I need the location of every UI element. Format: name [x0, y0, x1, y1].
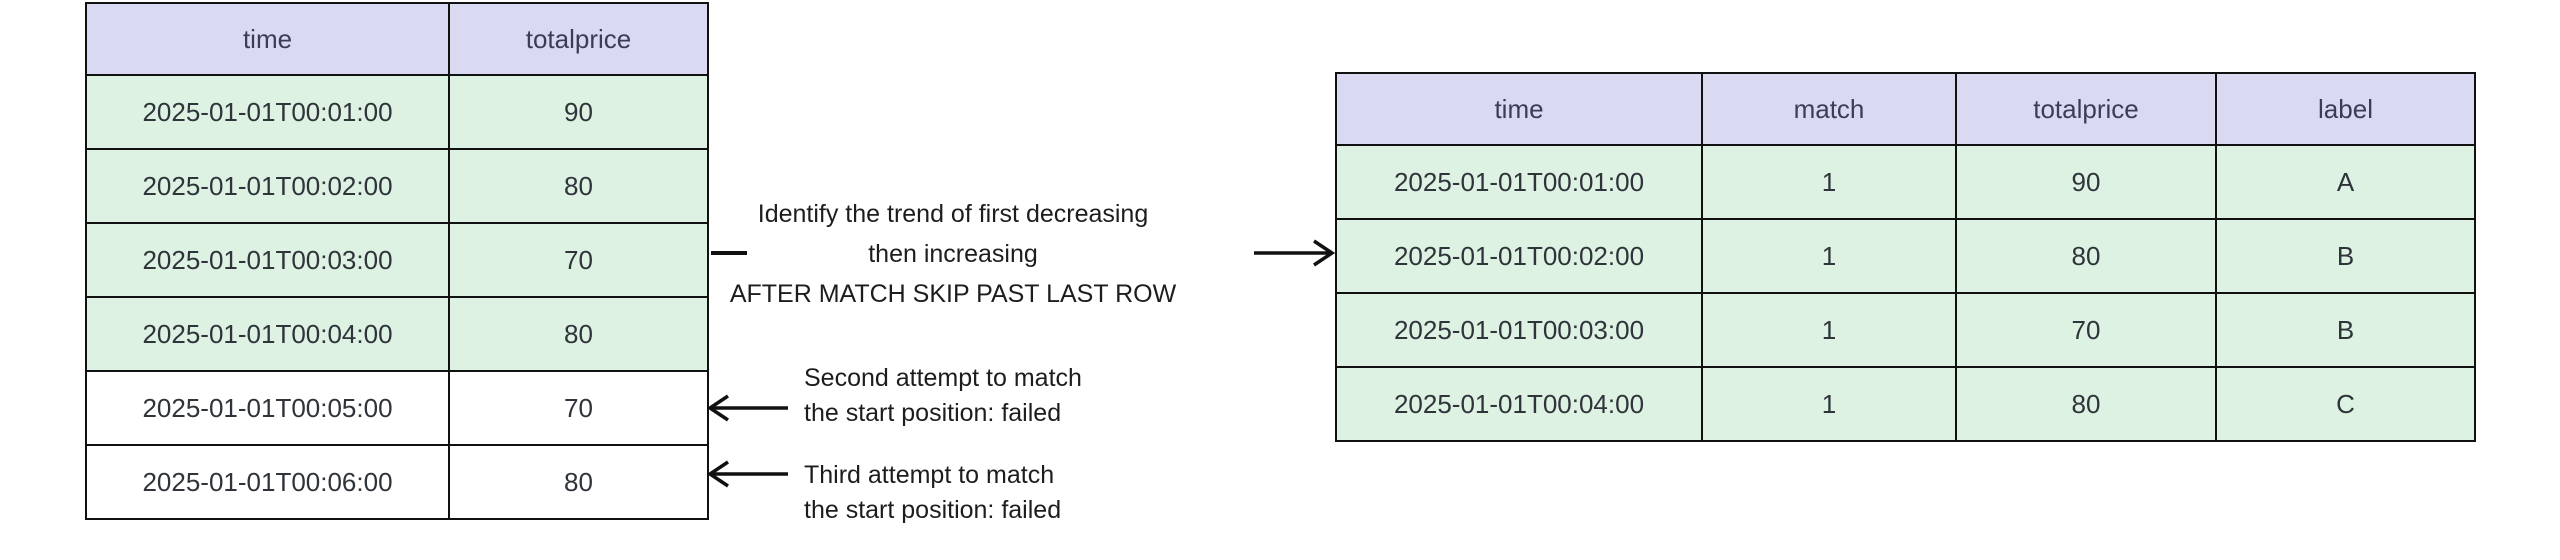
- table-row: 2025-01-01T00:03:00 1 70 B: [1335, 292, 2476, 368]
- cell-totalprice: 90: [1955, 144, 2217, 220]
- table-row: 2025-01-01T00:03:00 70: [85, 222, 709, 298]
- second-attempt-note: Second attempt to match the start positi…: [804, 361, 1082, 431]
- cell-totalprice: 90: [448, 74, 709, 150]
- table-row: 2025-01-01T00:04:00 1 80 C: [1335, 366, 2476, 442]
- column-header-label: label: [2215, 72, 2476, 146]
- cell-match: 1: [1701, 366, 1957, 442]
- cell-label: B: [2215, 292, 2476, 368]
- cell-time: 2025-01-01T00:05:00: [85, 370, 450, 446]
- cell-time: 2025-01-01T00:01:00: [85, 74, 450, 150]
- third-attempt-line-1: Third attempt to match: [804, 461, 1055, 489]
- column-header-time: time: [1335, 72, 1703, 146]
- cell-label: B: [2215, 218, 2476, 294]
- cell-totalprice: 80: [448, 148, 709, 224]
- table-row: 2025-01-01T00:05:00 70: [85, 370, 709, 446]
- pattern-note: Identify the trend of first decreasing t…: [673, 194, 1233, 314]
- second-attempt-line-1: Second attempt to match: [804, 364, 1082, 392]
- cell-time: 2025-01-01T00:03:00: [1335, 292, 1703, 368]
- cell-match: 1: [1701, 218, 1957, 294]
- pattern-note-line-3: AFTER MATCH SKIP PAST LAST ROW: [729, 280, 1177, 308]
- table-row: 2025-01-01T00:04:00 80: [85, 296, 709, 372]
- cell-label: A: [2215, 144, 2476, 220]
- column-header-match: match: [1701, 72, 1957, 146]
- connector-line: [711, 251, 747, 255]
- cell-totalprice: 70: [448, 370, 709, 446]
- input-table-header-row: time totalprice: [85, 2, 709, 76]
- input-table: time totalprice 2025-01-01T00:01:00 90 2…: [85, 2, 709, 520]
- cell-time: 2025-01-01T00:06:00: [85, 444, 450, 520]
- cell-time: 2025-01-01T00:02:00: [85, 148, 450, 224]
- cell-totalprice: 80: [1955, 366, 2217, 442]
- pattern-note-line-2: then increasing: [868, 240, 1038, 268]
- table-row: 2025-01-01T00:06:00 80: [85, 444, 709, 520]
- table-row: 2025-01-01T00:02:00 80: [85, 148, 709, 224]
- third-attempt-note: Third attempt to match the start positio…: [804, 458, 1061, 528]
- table-row: 2025-01-01T00:01:00 1 90 A: [1335, 144, 2476, 220]
- column-header-time: time: [85, 2, 450, 76]
- output-table: time match totalprice label 2025-01-01T0…: [1335, 72, 2476, 442]
- column-header-totalprice: totalprice: [448, 2, 709, 76]
- second-attempt-line-2: the start position: failed: [804, 399, 1062, 427]
- cell-totalprice: 80: [448, 296, 709, 372]
- cell-time: 2025-01-01T00:04:00: [1335, 366, 1703, 442]
- cell-time: 2025-01-01T00:04:00: [85, 296, 450, 372]
- cell-match: 1: [1701, 292, 1957, 368]
- table-row: 2025-01-01T00:02:00 1 80 B: [1335, 218, 2476, 294]
- arrow-left-icon: [704, 458, 794, 490]
- cell-totalprice: 70: [448, 222, 709, 298]
- arrow-left-icon: [704, 392, 794, 424]
- third-attempt-line-2: the start position: failed: [804, 496, 1062, 524]
- cell-totalprice: 80: [448, 444, 709, 520]
- table-row: 2025-01-01T00:01:00 90: [85, 74, 709, 150]
- cell-time: 2025-01-01T00:02:00: [1335, 218, 1703, 294]
- cell-totalprice: 80: [1955, 218, 2217, 294]
- cell-totalprice: 70: [1955, 292, 2217, 368]
- cell-time: 2025-01-01T00:03:00: [85, 222, 450, 298]
- cell-match: 1: [1701, 144, 1957, 220]
- cell-label: C: [2215, 366, 2476, 442]
- arrow-right-icon: [1250, 237, 1338, 269]
- output-table-header-row: time match totalprice label: [1335, 72, 2476, 146]
- column-header-totalprice: totalprice: [1955, 72, 2217, 146]
- cell-time: 2025-01-01T00:01:00: [1335, 144, 1703, 220]
- pattern-note-line-1: Identify the trend of first decreasing: [757, 200, 1149, 228]
